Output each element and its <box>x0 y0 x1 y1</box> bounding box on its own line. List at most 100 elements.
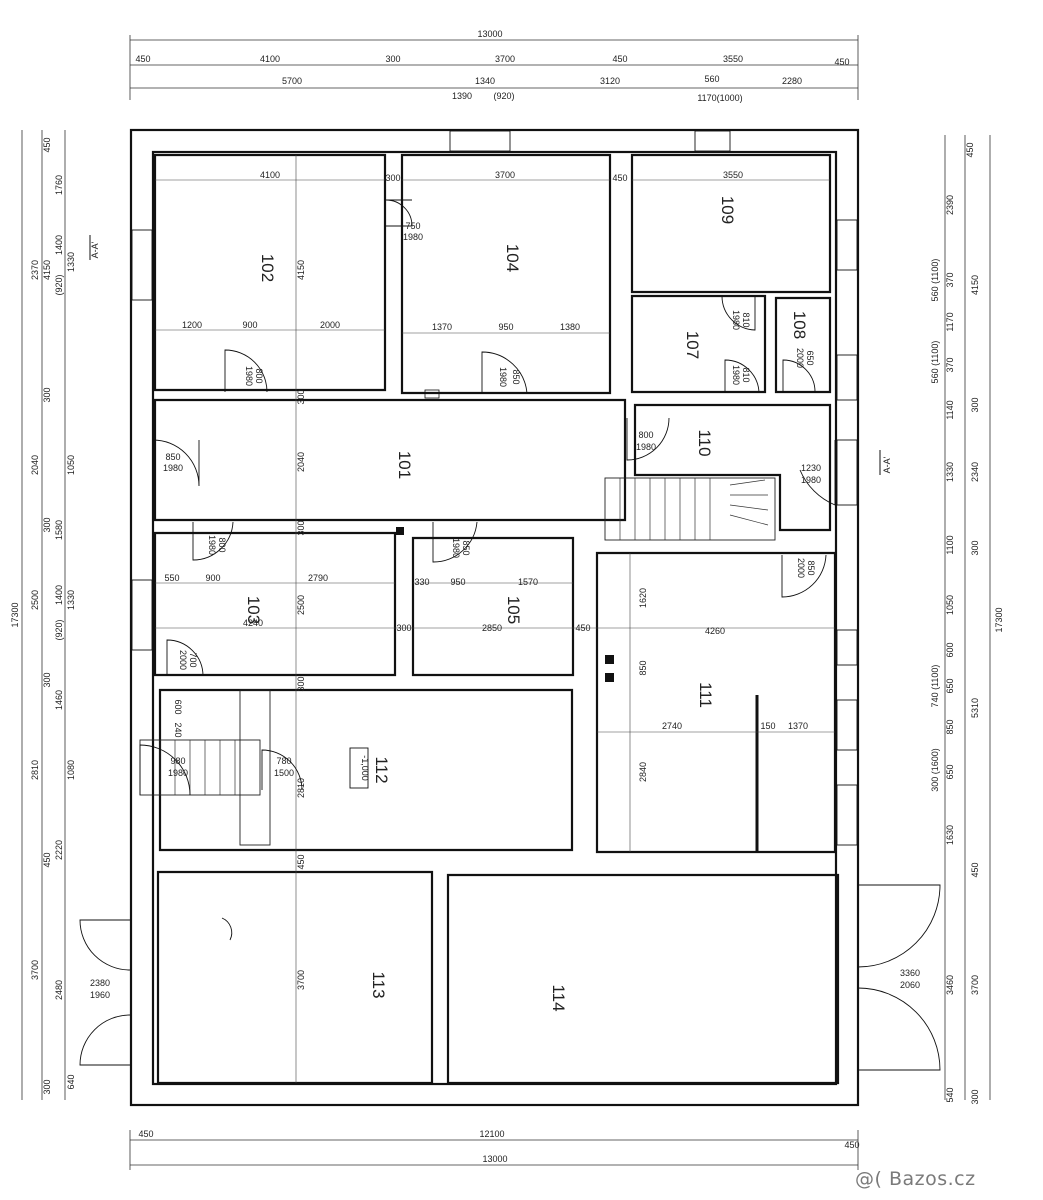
right-dim: 1050 <box>945 595 955 615</box>
room-dim: 2740 <box>662 721 682 731</box>
room-dim: 2040 <box>296 452 306 472</box>
top-dim: 1390 <box>452 91 472 101</box>
bottom-dimensions: 450 12100 450 13000 <box>129 1129 860 1170</box>
wall-dim: 300 <box>296 389 306 404</box>
left-dim: 300 <box>42 1079 52 1094</box>
room-dim: 4260 <box>705 626 725 636</box>
room-dim: 1570 <box>518 577 538 587</box>
door-width: 980 <box>170 756 185 766</box>
door-height: 1980 <box>403 232 423 242</box>
left-dim: 2500 <box>30 590 40 610</box>
outer-walls <box>129 128 860 1107</box>
top-dim: 4100 <box>260 54 280 64</box>
room-110-label: 110 <box>695 429 714 456</box>
room-dim: 900 <box>242 320 257 330</box>
door-width: 600 <box>173 699 183 714</box>
right-dim: 560 (1100) <box>930 341 940 384</box>
right-dim: 560 (1100) <box>930 259 940 302</box>
door-width: 700 <box>188 652 198 667</box>
right-dim: 5310 <box>970 698 980 718</box>
left-dim: 1580 <box>54 520 64 540</box>
room-dim: 900 <box>205 573 220 583</box>
right-dim: 3460 <box>945 975 955 995</box>
room-dim: 2790 <box>308 573 328 583</box>
room-dim: 2850 <box>482 623 502 633</box>
left-dim: 1760 <box>54 175 64 195</box>
room-dim: 1200 <box>182 320 202 330</box>
left-dim: 300 <box>42 517 52 532</box>
doors <box>79 199 941 1071</box>
room-labels: 102 104 109 107 108 101 110 103 105 111 … <box>244 196 809 1012</box>
room-104-label: 104 <box>503 244 522 272</box>
room-dim: 150 <box>760 721 775 731</box>
room-dim: 3550 <box>723 170 743 180</box>
left-dim: 1080 <box>66 760 76 780</box>
right-dim: 740 (1100) <box>930 665 940 708</box>
room-dim: 450 <box>575 623 590 633</box>
room-dim: 300 <box>396 623 411 633</box>
door-width: 810 <box>741 312 751 327</box>
door-height: 1980 <box>731 310 741 330</box>
door-width: 3360 <box>900 968 920 978</box>
right-dim: 1630 <box>945 825 955 845</box>
left-dim: (920) <box>54 619 64 640</box>
section-label: A-A' <box>90 241 100 258</box>
room-109-label: 109 <box>718 196 737 224</box>
right-dim: 650 <box>945 764 955 779</box>
right-dim: 1140 <box>945 400 955 419</box>
door-height: 1980 <box>451 538 461 558</box>
left-dim: 2370 <box>30 260 40 280</box>
room-dim: 330 <box>414 577 429 587</box>
right-overall-dim: 17300 <box>994 607 1004 632</box>
top-dim: 3550 <box>723 54 743 64</box>
top-dim: 300 <box>385 54 400 64</box>
door-height: 1980 <box>498 367 508 387</box>
right-dim: 850 <box>945 719 955 734</box>
door-width: 750 <box>405 221 420 231</box>
door-height: 1980 <box>168 768 188 778</box>
room-101-label: 101 <box>395 451 414 479</box>
right-dim: 300 (1600) <box>930 748 940 792</box>
door-width: 850 <box>165 452 180 462</box>
door-width: 850 <box>806 560 816 575</box>
room-113-label: 113 <box>369 971 388 998</box>
room-dim: 950 <box>450 577 465 587</box>
left-dim: 2810 <box>30 760 40 780</box>
left-dim: 4150 <box>42 260 52 280</box>
room-107-label: 107 <box>683 331 702 359</box>
room-dim: 1620 <box>638 588 648 608</box>
right-dim: 600 <box>945 642 955 657</box>
top-dim: 3120 <box>600 76 620 86</box>
room-dim: 1380 <box>560 322 580 332</box>
top-dim: 450 <box>612 54 627 64</box>
left-dim: 1330 <box>66 590 76 610</box>
top-dim: (920) <box>493 91 514 101</box>
door-width: 800 <box>217 537 227 552</box>
left-dim: 2220 <box>54 840 64 860</box>
left-dim: 3700 <box>30 960 40 980</box>
interior-walls <box>139 153 840 1085</box>
bottom-dim: 12100 <box>479 1129 504 1139</box>
door-height: 1500 <box>274 768 294 778</box>
right-dim: 3700 <box>970 975 980 995</box>
room-103-label: 103 <box>244 596 263 624</box>
right-dim: 1170 <box>945 312 955 331</box>
room-dim: 850 <box>638 660 648 675</box>
right-dim: 300 <box>970 397 980 412</box>
room-dim: 1370 <box>432 322 452 332</box>
room-dim: 3700 <box>296 970 306 990</box>
room-dim: 4240 <box>243 618 263 628</box>
door-width: 800 <box>638 430 653 440</box>
door-height: 1980 <box>244 366 254 386</box>
right-dimensions: 17300 450 4150 300 2340 300 5310 450 370… <box>930 135 1004 1105</box>
right-dim: 4150 <box>970 275 980 295</box>
top-overall-dim: 13000 <box>477 29 502 39</box>
door-width: 850 <box>461 540 471 555</box>
left-dim: 2040 <box>30 455 40 475</box>
door-width: 780 <box>276 756 291 766</box>
right-dim: 2390 <box>945 195 955 215</box>
top-dim: 560 <box>704 74 719 84</box>
room-dim: 550 <box>164 573 179 583</box>
right-dim: 1100 <box>945 535 955 554</box>
